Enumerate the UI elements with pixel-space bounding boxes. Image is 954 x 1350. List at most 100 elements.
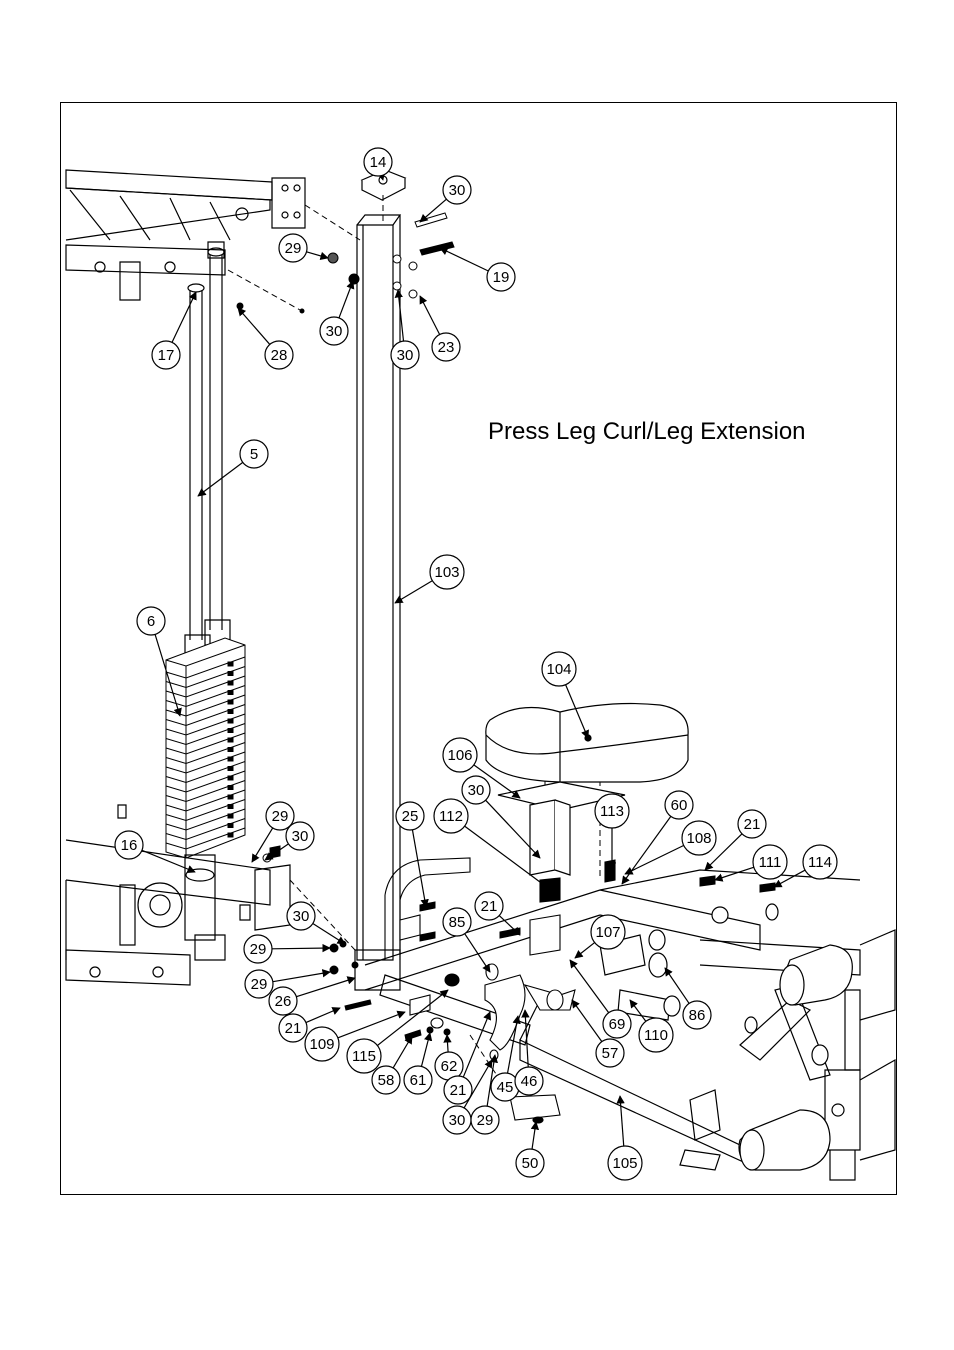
callout-26: 26 xyxy=(268,976,356,1016)
leader-line xyxy=(773,868,808,888)
weight-pin-hole xyxy=(227,785,234,790)
callout-60: 60 xyxy=(621,790,694,885)
callout-balloon xyxy=(395,801,425,831)
callout-balloon xyxy=(737,809,767,839)
callout-label: 30 xyxy=(326,323,343,340)
leader-line xyxy=(141,849,196,874)
callout-29: 29 xyxy=(251,801,295,863)
weight-plate xyxy=(165,713,246,736)
callout-balloon xyxy=(682,1000,712,1030)
weight-pin-hole xyxy=(227,747,234,752)
callout-balloon xyxy=(265,801,295,831)
callout-23: 23 xyxy=(419,295,461,362)
callout-label: 29 xyxy=(272,808,289,825)
leader-line xyxy=(420,1032,433,1067)
callout-25: 25 xyxy=(395,801,429,908)
leader-line xyxy=(664,967,690,1004)
callout-label: 21 xyxy=(481,898,498,915)
callout-label: 25 xyxy=(402,808,419,825)
weight-pin-hole xyxy=(227,766,234,771)
callout-balloon xyxy=(595,1038,625,1068)
callout-113: 113 xyxy=(594,793,630,871)
weight-pin-hole xyxy=(227,823,234,828)
callout-balloon xyxy=(285,821,315,851)
weight-pin-hole xyxy=(227,718,234,724)
callout-30: 30 xyxy=(442,1059,493,1135)
leader-line xyxy=(271,943,331,953)
callout-label: 30 xyxy=(449,182,466,199)
leader-line xyxy=(439,247,489,272)
callout-balloon xyxy=(286,901,316,931)
callout-balloon xyxy=(607,1145,643,1181)
weight-pin-hole xyxy=(227,699,234,705)
callout-29: 29 xyxy=(278,233,329,263)
callout-104: 104 xyxy=(541,651,589,739)
guide-rods xyxy=(184,241,231,656)
callout-label: 26 xyxy=(275,993,292,1010)
weight-plate xyxy=(165,770,246,793)
callout-6: 6 xyxy=(136,606,182,717)
weight-plate xyxy=(165,789,246,812)
leader-line xyxy=(485,799,541,859)
callout-109: 109 xyxy=(304,1010,406,1062)
leader-line xyxy=(374,989,449,1048)
weight-plate xyxy=(165,827,246,850)
callout-86: 86 xyxy=(664,967,712,1030)
callout-label: 85 xyxy=(449,914,466,931)
callout-balloon xyxy=(278,233,308,263)
callout-29: 29 xyxy=(243,934,331,964)
lower-base xyxy=(65,804,291,986)
leader-line xyxy=(171,291,197,343)
leader-line xyxy=(419,295,441,335)
weight-plate xyxy=(165,751,246,774)
callout-5: 5 xyxy=(197,439,269,497)
callout-label: 5 xyxy=(250,446,258,463)
callout-label: 46 xyxy=(521,1073,538,1090)
callout-balloon xyxy=(752,844,788,880)
callout-label: 30 xyxy=(293,908,310,925)
callout-57: 57 xyxy=(571,999,625,1068)
callout-label: 104 xyxy=(546,661,571,678)
leader-line xyxy=(296,976,356,998)
callout-balloon xyxy=(390,340,420,370)
callout-label: 45 xyxy=(497,1079,514,1096)
callout-label: 103 xyxy=(434,564,459,581)
leader-line xyxy=(394,289,405,342)
leader-line xyxy=(621,816,672,885)
callout-balloon xyxy=(319,316,349,346)
callout-28: 28 xyxy=(237,307,294,370)
callout-balloon xyxy=(433,798,469,834)
weight-plate xyxy=(165,808,246,831)
leader-line xyxy=(419,198,447,223)
callout-label: 110 xyxy=(644,1027,668,1044)
leader-line xyxy=(498,915,521,936)
weight-plate xyxy=(165,799,246,822)
callout-balloon xyxy=(541,651,577,687)
weight-pin-hole xyxy=(227,709,234,714)
top-frame xyxy=(65,169,306,301)
callout-107: 107 xyxy=(574,914,626,959)
callout-label: 30 xyxy=(397,347,414,364)
callout-30: 30 xyxy=(461,775,541,859)
callout-50: 50 xyxy=(515,1121,545,1178)
weight-plate xyxy=(165,656,246,679)
callout-balloon xyxy=(461,775,491,805)
leader-line xyxy=(571,999,603,1042)
callout-label: 21 xyxy=(450,1082,467,1099)
callout-balloon xyxy=(268,986,298,1016)
weight-pin-hole xyxy=(227,690,234,695)
callout-110: 110 xyxy=(629,999,674,1053)
callout-21: 21 xyxy=(474,891,521,936)
callout-balloon xyxy=(304,1026,340,1062)
leader-line xyxy=(462,1011,492,1078)
callout-29: 29 xyxy=(244,969,331,999)
leader-line xyxy=(471,762,521,799)
callout-30: 30 xyxy=(319,280,355,346)
leader-line xyxy=(629,999,649,1025)
callout-label: 50 xyxy=(522,1155,539,1172)
callout-label: 58 xyxy=(378,1072,395,1089)
leader-line xyxy=(264,843,289,861)
callout-115: 115 xyxy=(346,989,449,1074)
callout-balloon xyxy=(638,1017,674,1053)
leader-line xyxy=(624,843,687,875)
